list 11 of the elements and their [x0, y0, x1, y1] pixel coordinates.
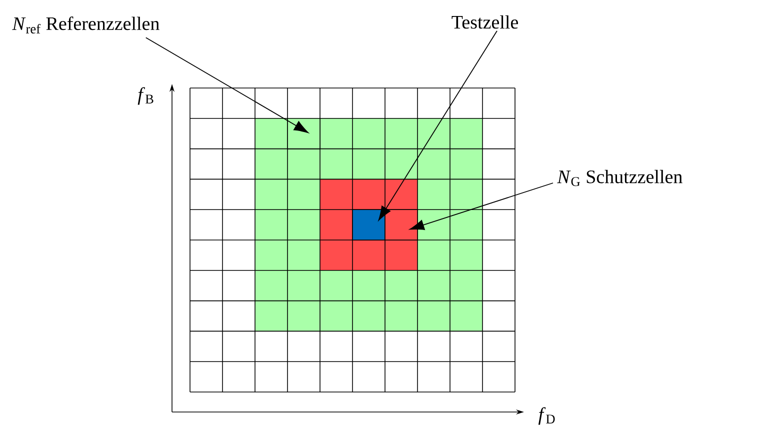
callout-label: N$_{G}$ Schutzzellen	[557, 170, 682, 186]
grid-cell	[352, 209, 386, 240]
grid-cell	[384, 209, 418, 240]
arrow	[145, 37, 308, 134]
arrow	[410, 182, 554, 230]
grid-cell	[287, 118, 320, 150]
arrow	[378, 30, 498, 221]
callout-label: N$_{ref}$ Referenzzellen	[12, 16, 160, 34]
axis-label: f$_{D}$	[538, 407, 555, 425]
axis-label: f$_{B}$	[138, 87, 154, 105]
callout-label: Testzelle	[452, 15, 518, 29]
